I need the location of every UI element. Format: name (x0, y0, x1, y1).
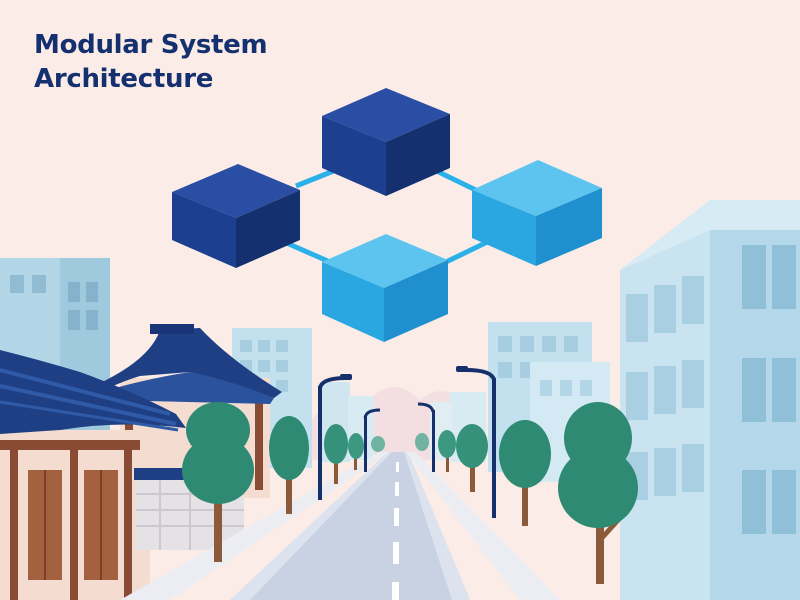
page-title: Modular System Architecture (34, 28, 268, 96)
tree-icon (348, 433, 364, 470)
cube-icon (322, 88, 450, 196)
building-icon (620, 200, 800, 600)
title-line-1: Modular System (34, 30, 268, 60)
title-line-2: Architecture (34, 64, 214, 94)
tree-icon (456, 424, 488, 492)
street-lamp-icon (318, 374, 352, 500)
tree-icon (371, 436, 385, 452)
tree-icon (499, 420, 551, 526)
road (120, 452, 560, 600)
street-lamp-icon (456, 366, 496, 518)
tree-icon (438, 430, 456, 472)
tree-icon (415, 433, 429, 451)
tree-icon (558, 402, 638, 584)
cube-icon (322, 234, 448, 342)
street-lamp-icon (363, 408, 381, 472)
cube-icon (472, 160, 602, 266)
tree-icon (269, 416, 309, 514)
cube-icon (172, 164, 300, 268)
tree-icon (324, 424, 348, 484)
tree-icon (182, 402, 254, 562)
street-lamp-icon (417, 402, 435, 472)
